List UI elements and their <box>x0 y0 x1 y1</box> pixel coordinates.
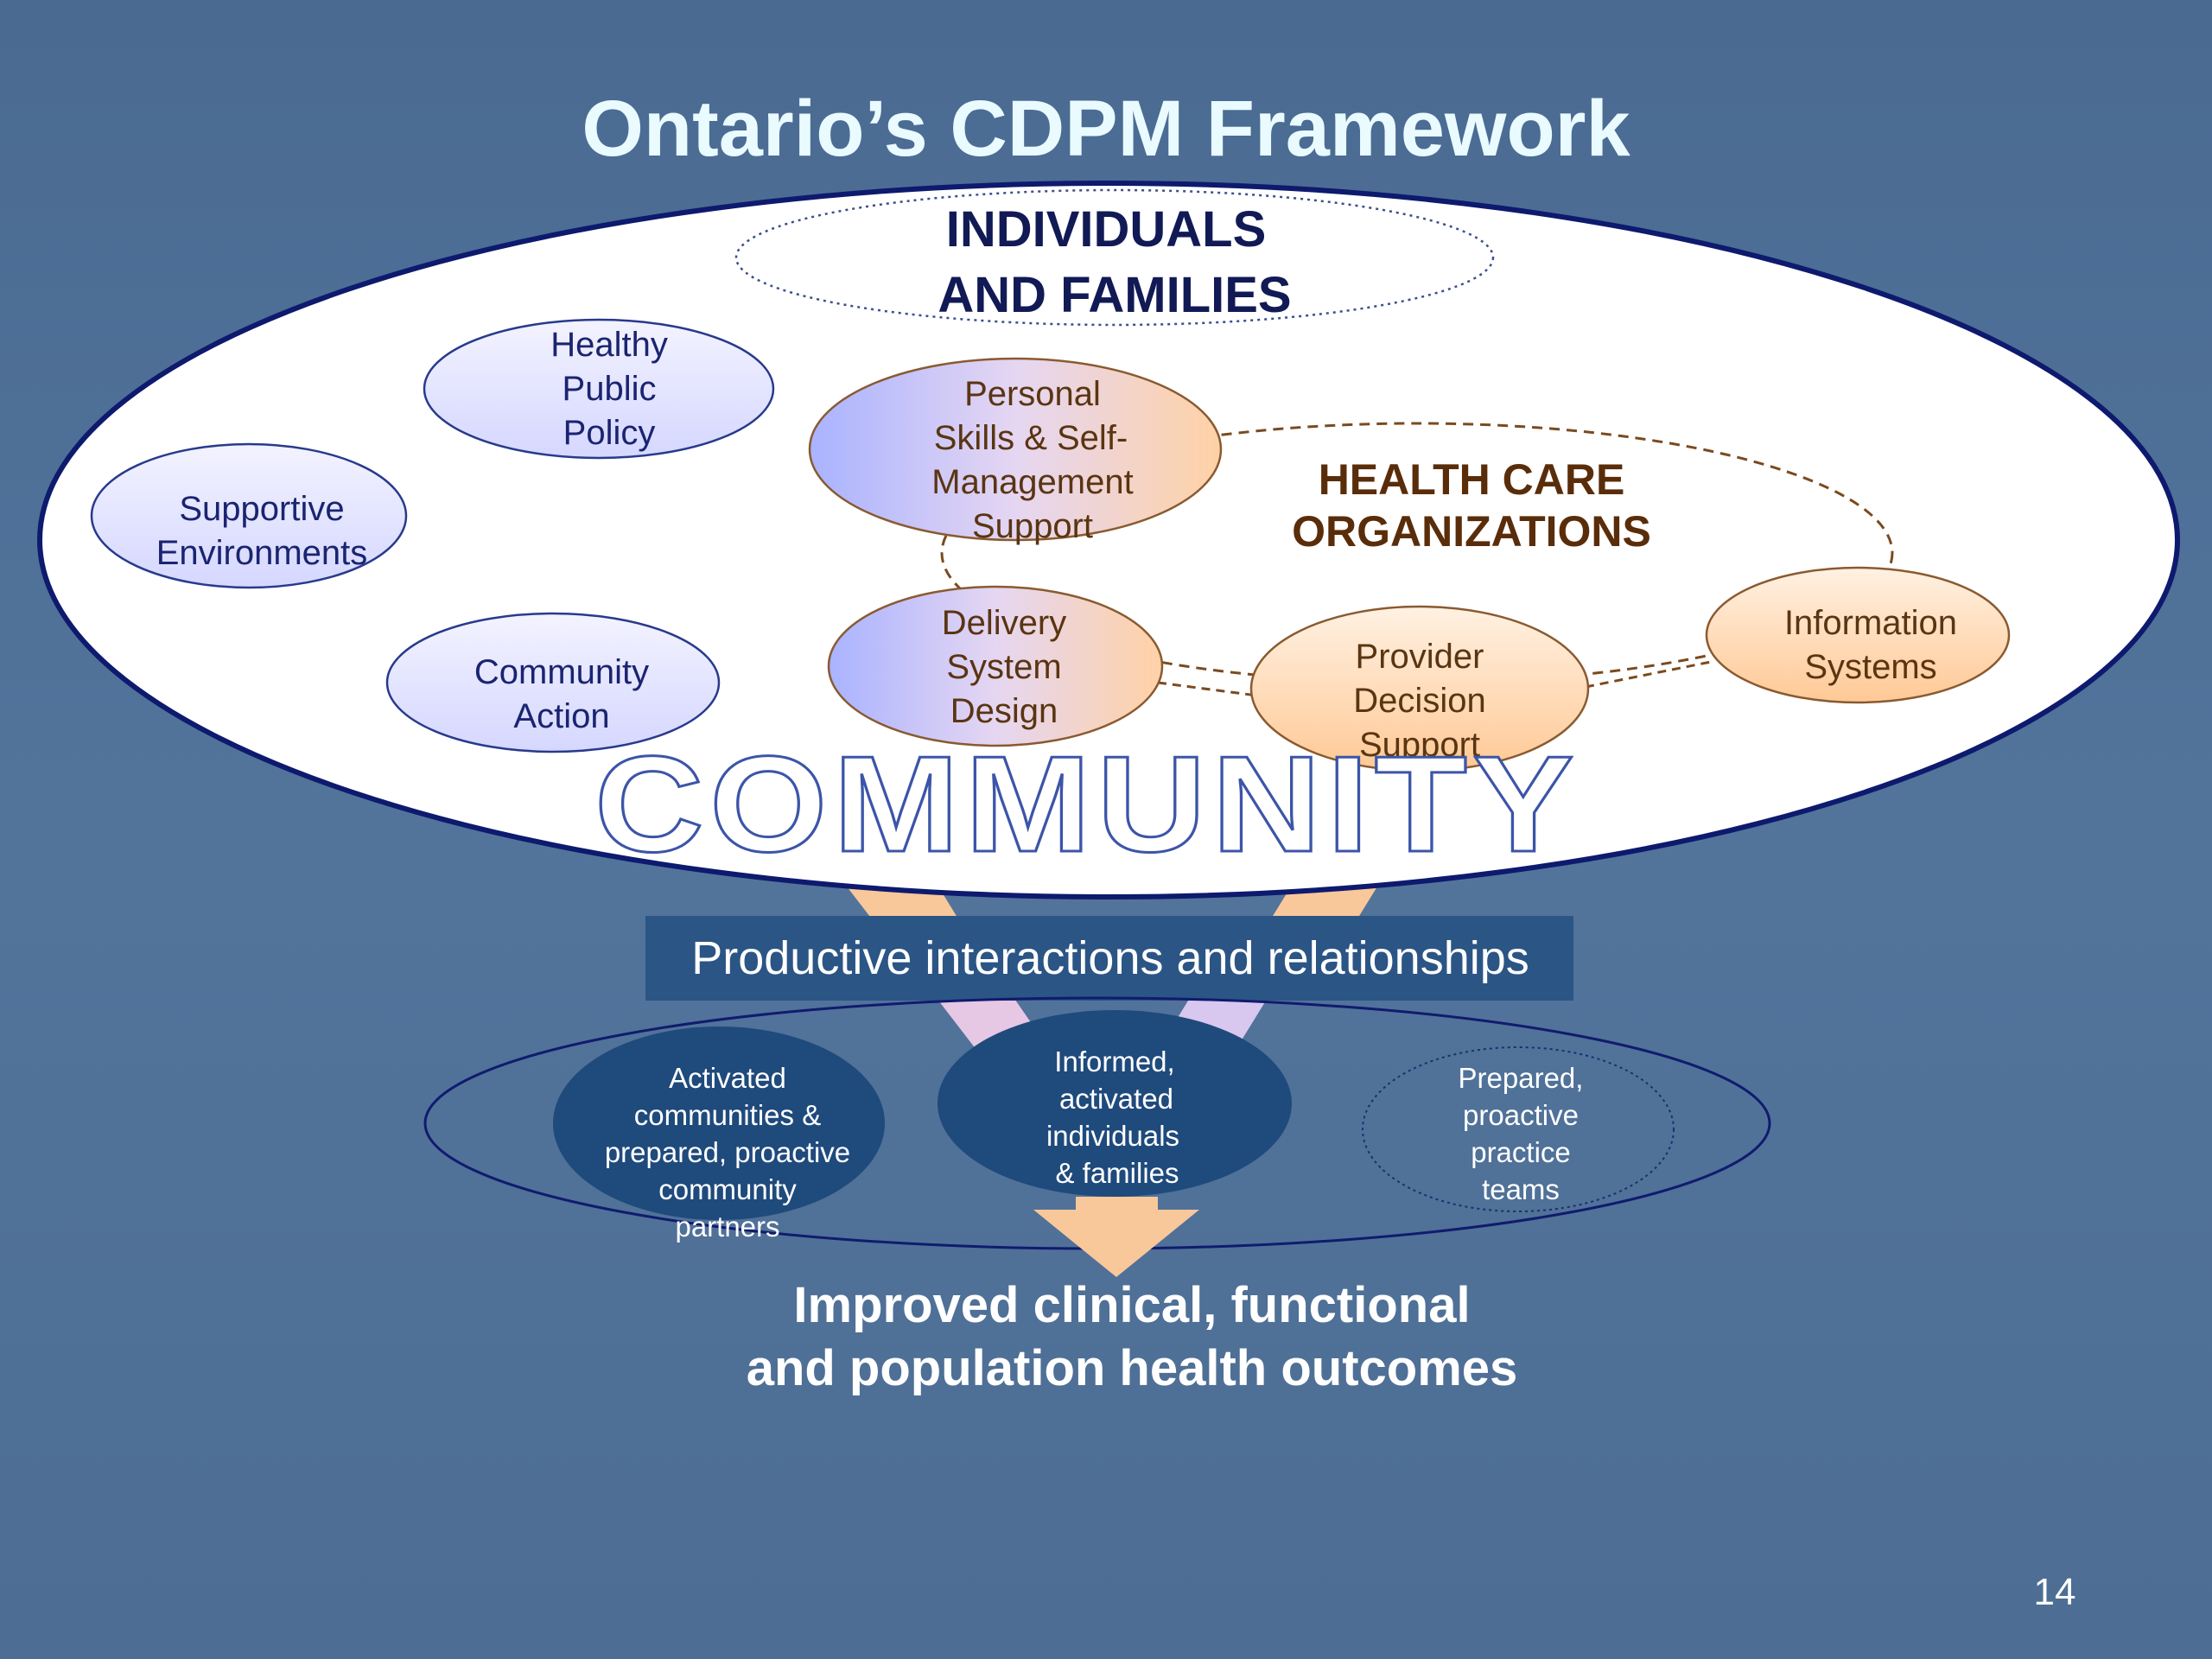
prepared-teams-line-3: practice <box>1471 1136 1571 1168</box>
health-care-line-2: ORGANIZATIONS <box>1292 507 1651 556</box>
healthy-public-policy-line-1: Healthy <box>550 326 668 364</box>
node-information-systems: Information Systems <box>1705 566 2011 704</box>
activated-communities-ellipse <box>553 1027 885 1220</box>
health-care-ellipse <box>940 422 1894 684</box>
informed-individuals-line-3: individuals <box>1046 1120 1179 1152</box>
node-healthy-public-policy: Healthy Public Policy <box>423 318 775 460</box>
node-provider-decision-support: Provider Decision Support <box>1249 605 1590 772</box>
self-management-line-4: Support <box>972 507 1093 545</box>
healthy-public-policy-line-2: Public <box>563 370 657 408</box>
self-management-line-1: Personal <box>964 375 1101 413</box>
slide-title: Ontario’s CDPM Framework <box>582 85 1630 173</box>
health-node-connectors <box>1157 659 1716 697</box>
health-care-line-1: HEALTH CARE <box>1319 455 1625 504</box>
node-activated-communities: Activated communities & prepared, proact… <box>553 1027 885 1243</box>
informed-individuals-line-4: & families <box>1055 1157 1179 1189</box>
node-supportive-environments: Supportive Environments <box>90 442 408 589</box>
community-action-line-2: Action <box>513 697 609 735</box>
delivery-system-ellipse <box>827 585 1164 747</box>
supportive-environments-ellipse <box>90 442 408 589</box>
information-systems-line-1: Information <box>1784 604 1957 642</box>
provider-decision-line-2: Decision <box>1353 682 1485 720</box>
healthy-public-policy-line-3: Policy <box>563 414 656 452</box>
outcomes-line-1: Improved clinical, functional <box>793 1277 1470 1333</box>
community-word: COMMUNITY <box>594 728 1580 880</box>
activated-communities-line-2: communities & <box>634 1099 821 1131</box>
individuals-line-2: AND FAMILIES <box>938 267 1291 323</box>
prepared-teams-line-2: proactive <box>1463 1099 1579 1131</box>
delivery-system-line-3: Design <box>950 692 1058 730</box>
prepared-teams-ellipse <box>1362 1046 1675 1212</box>
information-systems-ellipse <box>1705 566 2011 704</box>
informed-individuals-line-1: Informed, <box>1054 1046 1174 1077</box>
provider-decision-line-1: Provider <box>1356 638 1484 676</box>
activated-communities-line-5: partners <box>675 1211 779 1243</box>
node-self-management-support: Personal Skills & Self- Management Suppo… <box>808 357 1223 545</box>
prepared-teams-line-4: teams <box>1482 1173 1560 1205</box>
node-community-action: Community Action <box>385 612 721 753</box>
activated-communities-line-4: community <box>658 1173 797 1205</box>
self-management-line-2: Skills & Self- <box>934 419 1128 457</box>
supportive-environments-line-2: Environments <box>156 534 368 572</box>
information-systems-line-2: Systems <box>1804 648 1936 686</box>
node-prepared-teams: Prepared, proactive practice teams <box>1362 1046 1675 1212</box>
provider-decision-line-3: Support <box>1359 726 1480 764</box>
node-delivery-system-design: Delivery System Design <box>827 585 1164 747</box>
community-action-line-1: Community <box>474 653 649 691</box>
healthy-public-policy-ellipse <box>423 318 775 460</box>
outcomes-line-2: and population health outcomes <box>747 1340 1518 1396</box>
node-informed-individuals: Informed, activated individuals & famili… <box>938 1010 1292 1197</box>
outcome-arrow <box>1033 1197 1199 1277</box>
self-management-ellipse <box>808 357 1223 542</box>
individuals-ellipse <box>734 188 1495 327</box>
community-action-ellipse <box>385 612 721 753</box>
interactions-label: Productive interactions and relationship… <box>691 932 1529 984</box>
informed-individuals-ellipse <box>938 1010 1292 1197</box>
delivery-system-line-2: System <box>946 648 1061 686</box>
self-management-line-3: Management <box>931 463 1133 501</box>
informed-individuals-line-2: activated <box>1059 1083 1173 1115</box>
interactions-box <box>645 916 1573 1001</box>
page-number: 14 <box>2034 1571 2076 1613</box>
individuals-line-1: INDIVIDUALS <box>946 201 1267 257</box>
provider-decision-ellipse <box>1249 605 1590 772</box>
supportive-environments-line-1: Supportive <box>179 490 344 528</box>
activated-communities-line-3: prepared, proactive <box>605 1136 850 1168</box>
prepared-teams-line-1: Prepared, <box>1459 1062 1584 1094</box>
delivery-system-line-1: Delivery <box>942 604 1066 642</box>
activated-communities-line-1: Activated <box>669 1062 786 1094</box>
